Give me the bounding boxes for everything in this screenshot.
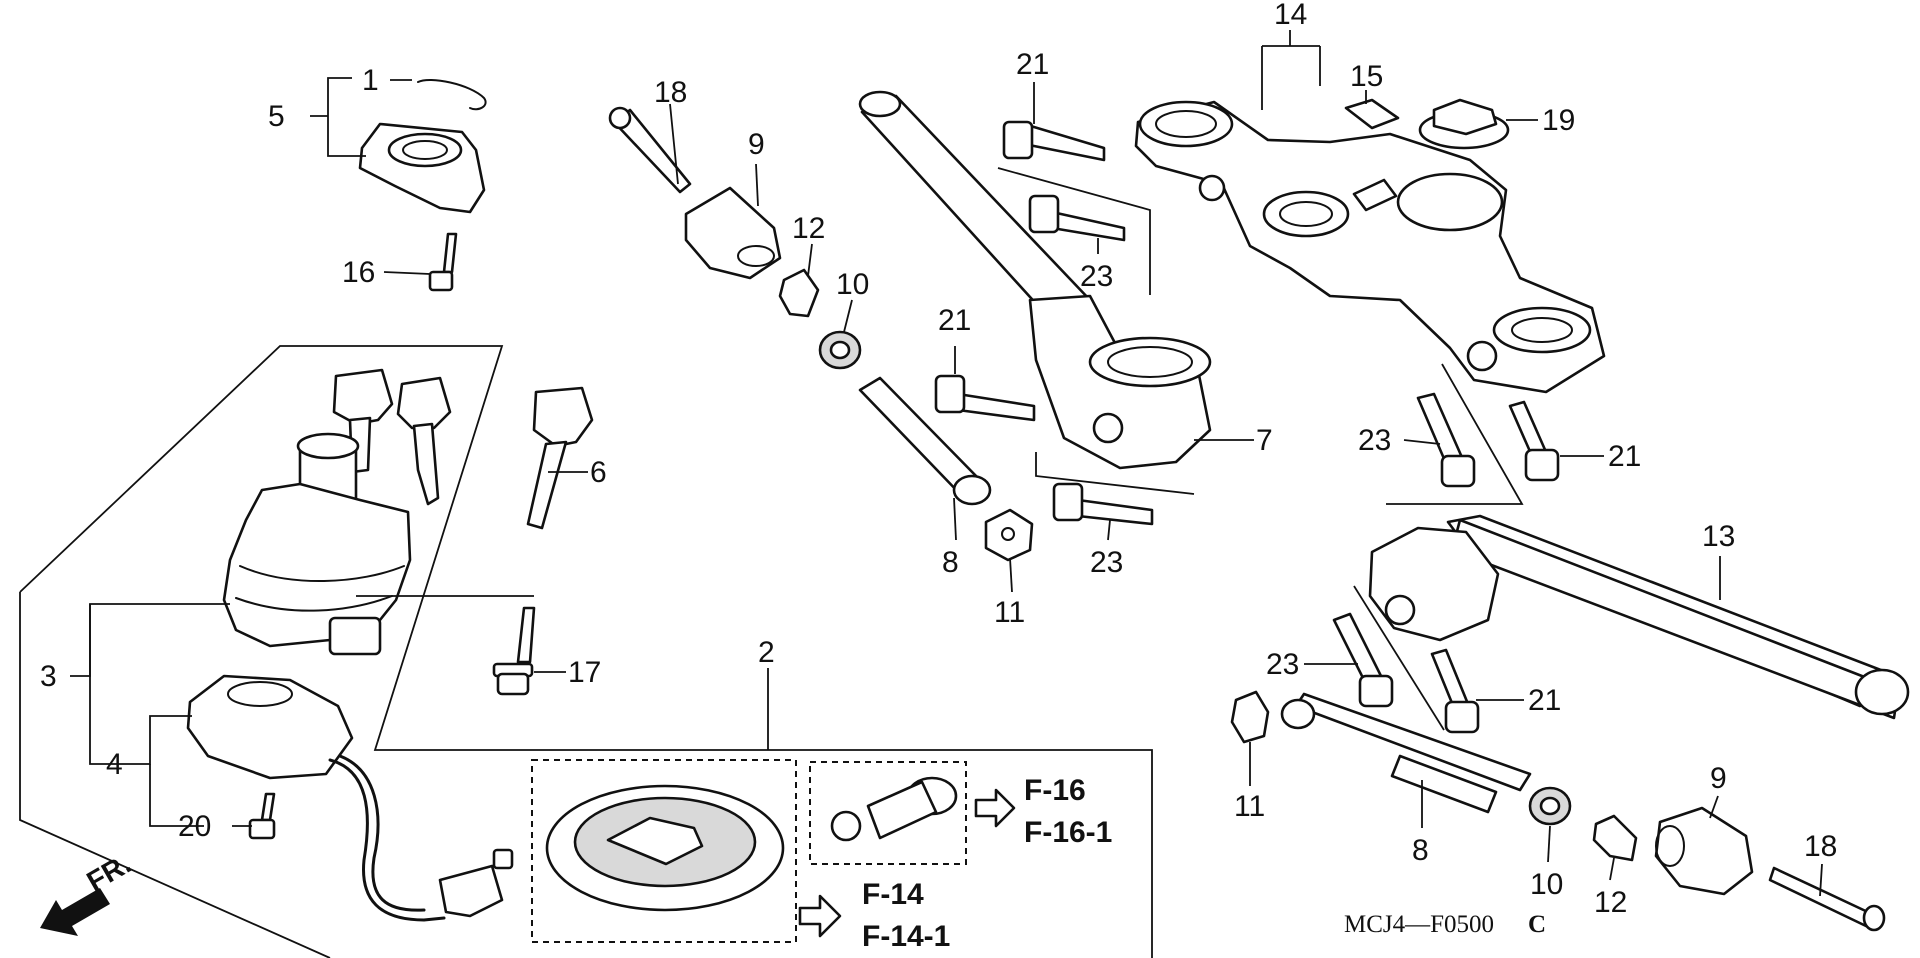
screw-20	[248, 792, 276, 840]
screw-16	[428, 232, 458, 292]
collar-10-left	[818, 330, 862, 370]
lock-cylinder	[830, 776, 958, 842]
weight-shaft-left	[858, 376, 992, 506]
front-direction-arrow: FR.	[40, 848, 136, 936]
callout-21-center-top: 21	[1016, 48, 1049, 81]
ref-f16: F-16	[1024, 774, 1086, 807]
diagram-code-suffix: C	[1528, 911, 1546, 938]
callout-20: 20	[178, 810, 211, 843]
weight-shaft-right	[1280, 692, 1532, 814]
callout-14: 14	[1274, 0, 1307, 31]
bolt-21-right-mid	[1508, 400, 1560, 482]
bar-end-weight-right	[1654, 806, 1754, 896]
snap-ring	[417, 78, 487, 111]
callout-2: 2	[758, 636, 775, 669]
callout-12-right: 12	[1594, 886, 1627, 919]
callout-18-left: 18	[654, 76, 687, 109]
bolt-21-center-top	[1002, 120, 1106, 162]
fuel-cap-lock	[545, 784, 785, 912]
key-1	[332, 368, 394, 474]
arrow-right-f14	[798, 894, 842, 938]
callout-21-center-mid: 21	[938, 304, 971, 337]
callout-23-center-bottom: 23	[1090, 546, 1123, 579]
connector	[438, 848, 514, 918]
leader-lines	[70, 30, 1823, 897]
front-direction-label: FR.	[82, 848, 137, 897]
callout-23-center-top: 23	[1080, 260, 1113, 293]
lock-set-box-cap	[531, 759, 797, 943]
callout-8-right: 8	[1412, 834, 1429, 867]
callout-23-right-bottom: 23	[1266, 648, 1299, 681]
bar-end-weight-left	[684, 186, 782, 280]
nut-11-right	[1230, 690, 1270, 744]
callout-12-left: 12	[792, 212, 825, 245]
callout-7: 7	[1256, 424, 1273, 457]
callout-17: 17	[568, 656, 601, 689]
callout-9-left: 9	[748, 128, 765, 161]
callout-1: 1	[362, 64, 379, 97]
right-handlebar	[1368, 514, 1910, 720]
ref-f16-1: F-16-1	[1024, 816, 1112, 849]
bolt-23-right-bottom	[1332, 612, 1394, 708]
callout-15: 15	[1350, 60, 1383, 93]
callout-8-left: 8	[942, 546, 959, 579]
key-2	[396, 376, 452, 506]
callout-10-right: 10	[1530, 868, 1563, 901]
bolt-23-center-top	[1028, 194, 1126, 242]
callout-10-left: 10	[836, 268, 869, 301]
bolt-18-left	[608, 106, 692, 194]
callout-4: 4	[106, 748, 123, 781]
clip-12-right	[1592, 814, 1638, 862]
group-outline-lower	[19, 592, 331, 958]
nut-11-left	[984, 508, 1034, 562]
callout-19: 19	[1542, 104, 1575, 137]
bracket-line-center-top	[997, 167, 1151, 295]
top-bridge	[1134, 100, 1606, 394]
collar-10-right	[1528, 786, 1572, 826]
arrow-right-f16	[974, 788, 1016, 828]
spare-key	[526, 386, 594, 530]
bolt-17	[492, 606, 536, 696]
washer-15	[1344, 98, 1400, 130]
bracket-line-top-bridge	[1386, 363, 1524, 505]
callout-21-right-bottom: 21	[1528, 684, 1561, 717]
ignition-switch	[186, 674, 354, 780]
bolt-21-right-bottom	[1430, 648, 1480, 734]
bracket-line-center-bottom	[1035, 452, 1195, 495]
callout-23-right-mid: 23	[1358, 424, 1391, 457]
ref-f14: F-14	[862, 878, 924, 911]
bolt-23-center-bottom	[1052, 482, 1154, 526]
left-handlebar	[858, 90, 1212, 470]
callout-21-right-mid: 21	[1608, 440, 1641, 473]
callout-11-right: 11	[1234, 790, 1265, 823]
bolt-18-right	[1768, 866, 1886, 932]
clip-12-left	[778, 268, 820, 318]
lock-set-box-cylinder	[809, 761, 967, 865]
callout-3: 3	[40, 660, 57, 693]
ref-f14-1: F-14-1	[862, 920, 950, 953]
callout-9-right: 9	[1710, 762, 1727, 795]
diagram-code: MCJ4—F0500	[1344, 911, 1494, 938]
callout-5: 5	[268, 100, 285, 133]
ignition-switch-body	[222, 432, 412, 656]
wire-harness	[328, 758, 446, 922]
ignition-cover	[358, 122, 486, 214]
callout-16: 16	[342, 256, 375, 289]
bolt-23-right-mid	[1416, 392, 1476, 488]
bracket-line-right-bottom	[1353, 585, 1445, 731]
stem-nut-19	[1418, 98, 1510, 150]
group-outline-key-set	[19, 345, 1153, 958]
bolt-21-center-mid	[934, 374, 1036, 422]
callout-13: 13	[1702, 520, 1735, 553]
callout-6: 6	[590, 456, 607, 489]
callout-18-right: 18	[1804, 830, 1837, 863]
callout-11-left: 11	[994, 596, 1025, 629]
